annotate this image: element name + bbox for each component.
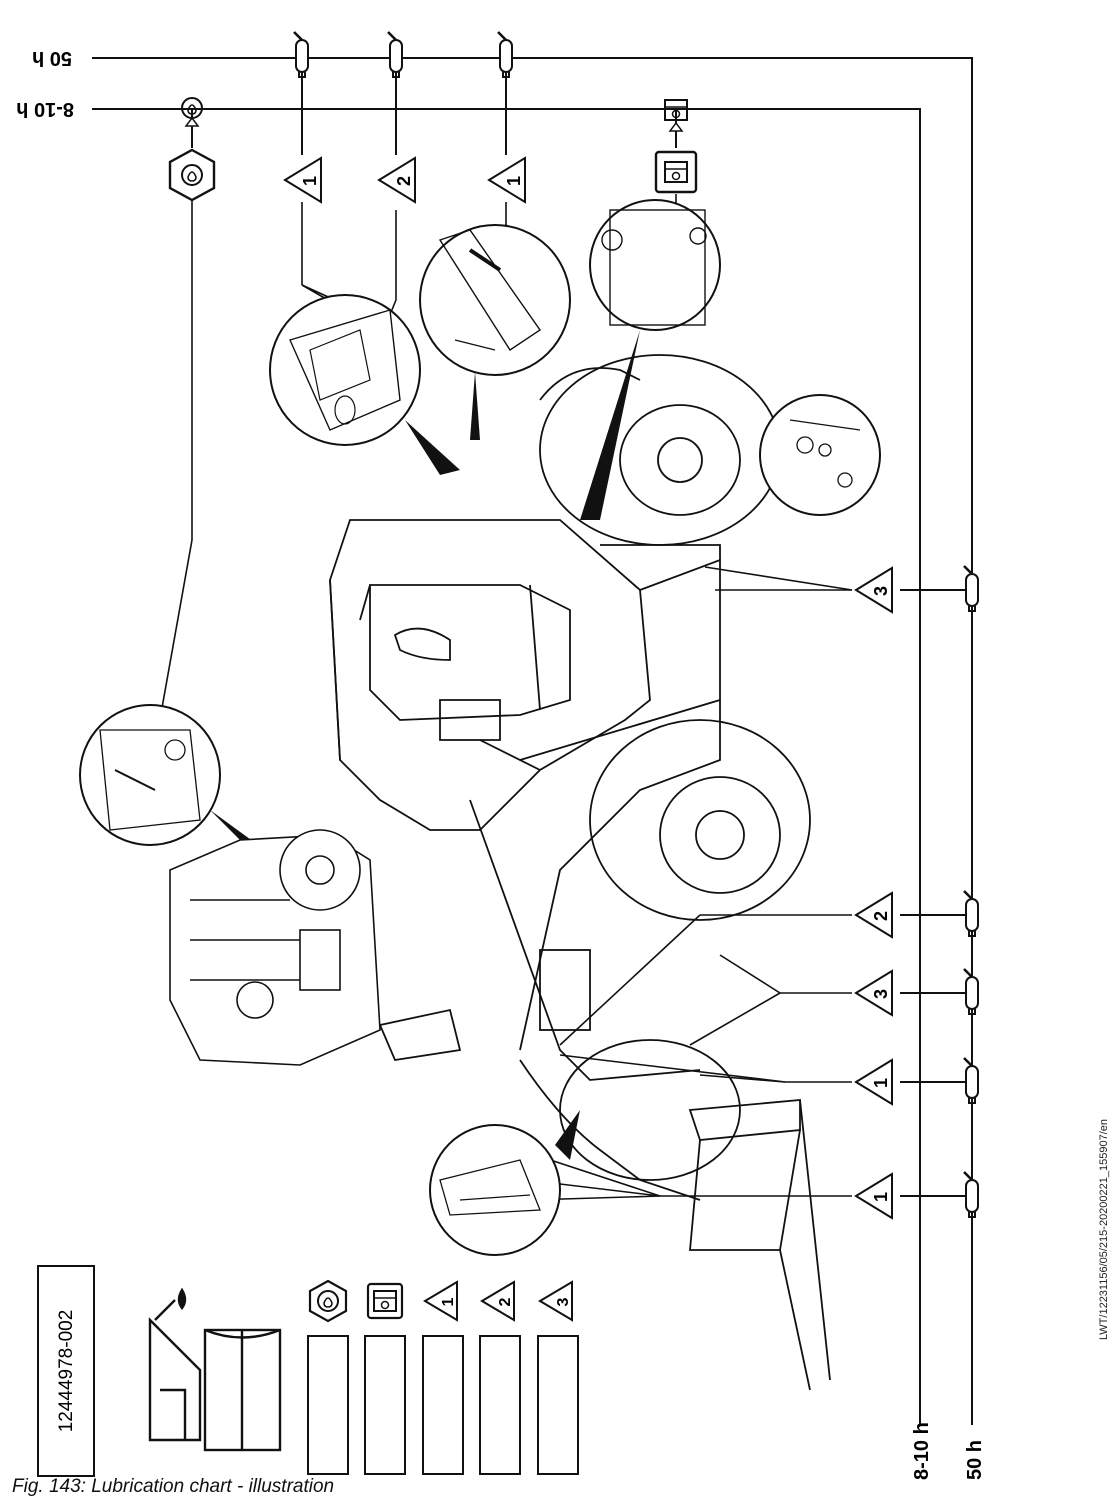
callout-engine-dipstick (79, 704, 265, 855)
marker-label: 1 (504, 176, 524, 186)
oilcan-manual-icon (148, 1287, 282, 1452)
interval-label-top-50: 50 h (32, 47, 72, 69)
part-number-box (37, 1265, 95, 1477)
right-markers: 3 2 3 1 1 (854, 566, 893, 1220)
legend-box (479, 1335, 521, 1475)
legend-symbol-reservoir (366, 1282, 404, 1320)
legend-box (364, 1335, 406, 1475)
legend-box (307, 1335, 349, 1475)
engine-illustration (169, 829, 381, 1066)
marker-label: 3 (871, 989, 891, 999)
grease-nipple-icon (962, 564, 980, 613)
interval-label-bottom-8-10: 8-10 h (911, 1422, 933, 1480)
engine-oil-icon (308, 1279, 348, 1323)
grease-nipple-icon (496, 30, 514, 79)
marker-label: 2 (394, 176, 414, 186)
legend-symbol-engine-oil (308, 1279, 348, 1323)
oil-service-symbols (168, 97, 698, 202)
grease-nipple-icon (962, 1056, 980, 1105)
engine-oil-icon (168, 148, 216, 202)
legend: 12444978-002 1 2 (37, 1265, 579, 1477)
marker-label: 1 (871, 1192, 891, 1202)
callout-reservoir (580, 199, 721, 520)
document-reference: LWT/12231156/05/215-20200221_155907/en (1098, 1118, 1110, 1340)
part-number: 12444978-002 (56, 1310, 77, 1433)
grease-nipple-icon (386, 30, 404, 79)
legend-marker-label: 1 (440, 1297, 457, 1306)
fluid-reservoir-icon (654, 150, 698, 194)
grease-nipple-icon (962, 889, 980, 938)
oil-level-arrow-icon (184, 116, 200, 127)
legend-box (422, 1335, 464, 1475)
detail-callouts (79, 199, 881, 1256)
marker-label: 2 (871, 911, 891, 921)
callout-axle-joint (759, 394, 881, 516)
telehandler-illustration (329, 354, 831, 1391)
marker-label: 1 (871, 1078, 891, 1088)
figure-caption: Fig. 143: Lubrication chart - illustrati… (12, 1476, 335, 1497)
top-markers: 1 2 1 (283, 156, 526, 204)
callout-boom-cylinder (419, 224, 571, 440)
callout-fork-carriage (429, 1110, 580, 1256)
top-grease-nipples (292, 30, 514, 79)
callout-boom-pivot (269, 294, 460, 475)
interval-label-top-8-10: 8-10 h (16, 98, 74, 120)
legend-marker-label: 3 (555, 1297, 572, 1306)
reservoir-arrow-icon (668, 121, 684, 132)
marker-label: 1 (300, 176, 320, 186)
interval-lines (92, 57, 973, 1425)
grease-nipple-icon (292, 30, 310, 79)
interval-label-bottom-50: 50 h (964, 1440, 986, 1480)
legend-marker-label: 2 (497, 1297, 514, 1306)
marker-label: 3 (871, 586, 891, 596)
grease-nipple-icon (962, 1170, 980, 1219)
legend-box (537, 1335, 579, 1475)
grease-nipple-icon (962, 967, 980, 1016)
